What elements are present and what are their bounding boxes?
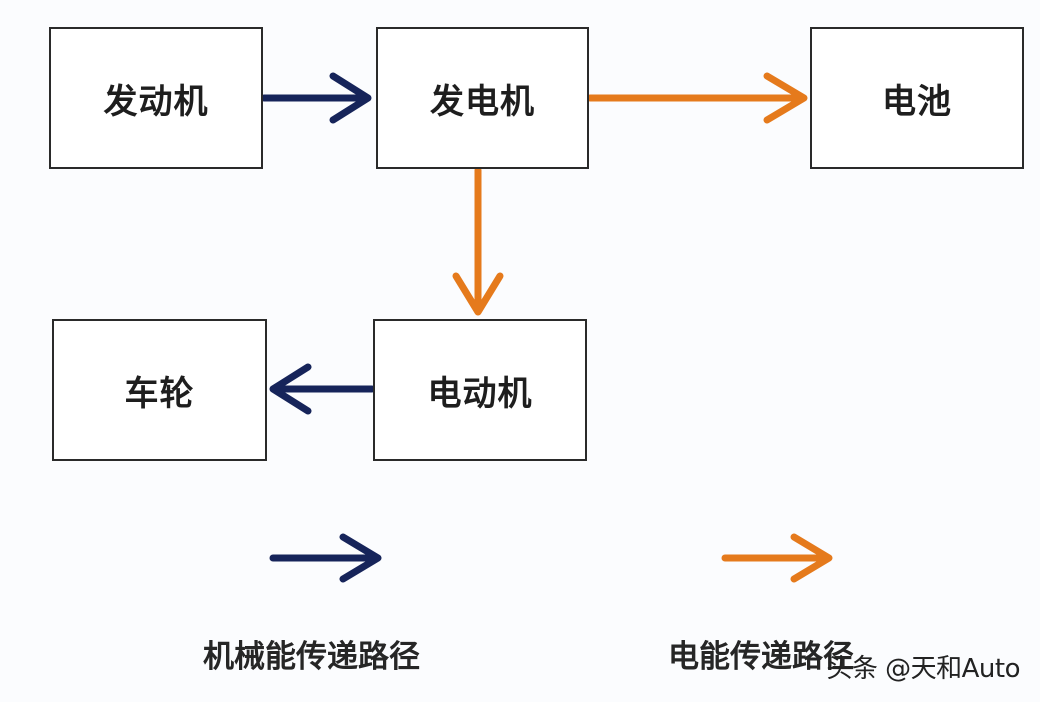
node-engine-label: 发动机: [103, 81, 209, 122]
node-battery-label: 电池: [882, 81, 952, 122]
arrow-motor-to-wheels: [269, 363, 376, 415]
arrow-engine-to-generator: [260, 72, 372, 124]
watermark: 头条 @天和Auto: [826, 654, 1020, 684]
node-wheels: 车轮: [52, 319, 267, 461]
node-engine: 发动机: [49, 27, 263, 169]
legend-mechanical-label: 机械能传递路径: [203, 639, 420, 675]
legend-mechanical-arrow: [269, 533, 382, 583]
arrow-generator-to-battery: [586, 72, 808, 124]
arrow-generator-to-motor: [452, 166, 504, 316]
node-generator: 发电机: [376, 27, 589, 169]
node-battery: 电池: [810, 27, 1024, 169]
node-wheels-label: 车轮: [124, 373, 195, 414]
legend-electrical-label: 电能传递路径: [668, 639, 854, 675]
node-motor: 电动机: [373, 319, 587, 461]
legend-electrical-arrow: [721, 533, 833, 583]
node-generator-label: 发电机: [430, 81, 535, 122]
node-motor-label: 电动机: [427, 373, 533, 414]
